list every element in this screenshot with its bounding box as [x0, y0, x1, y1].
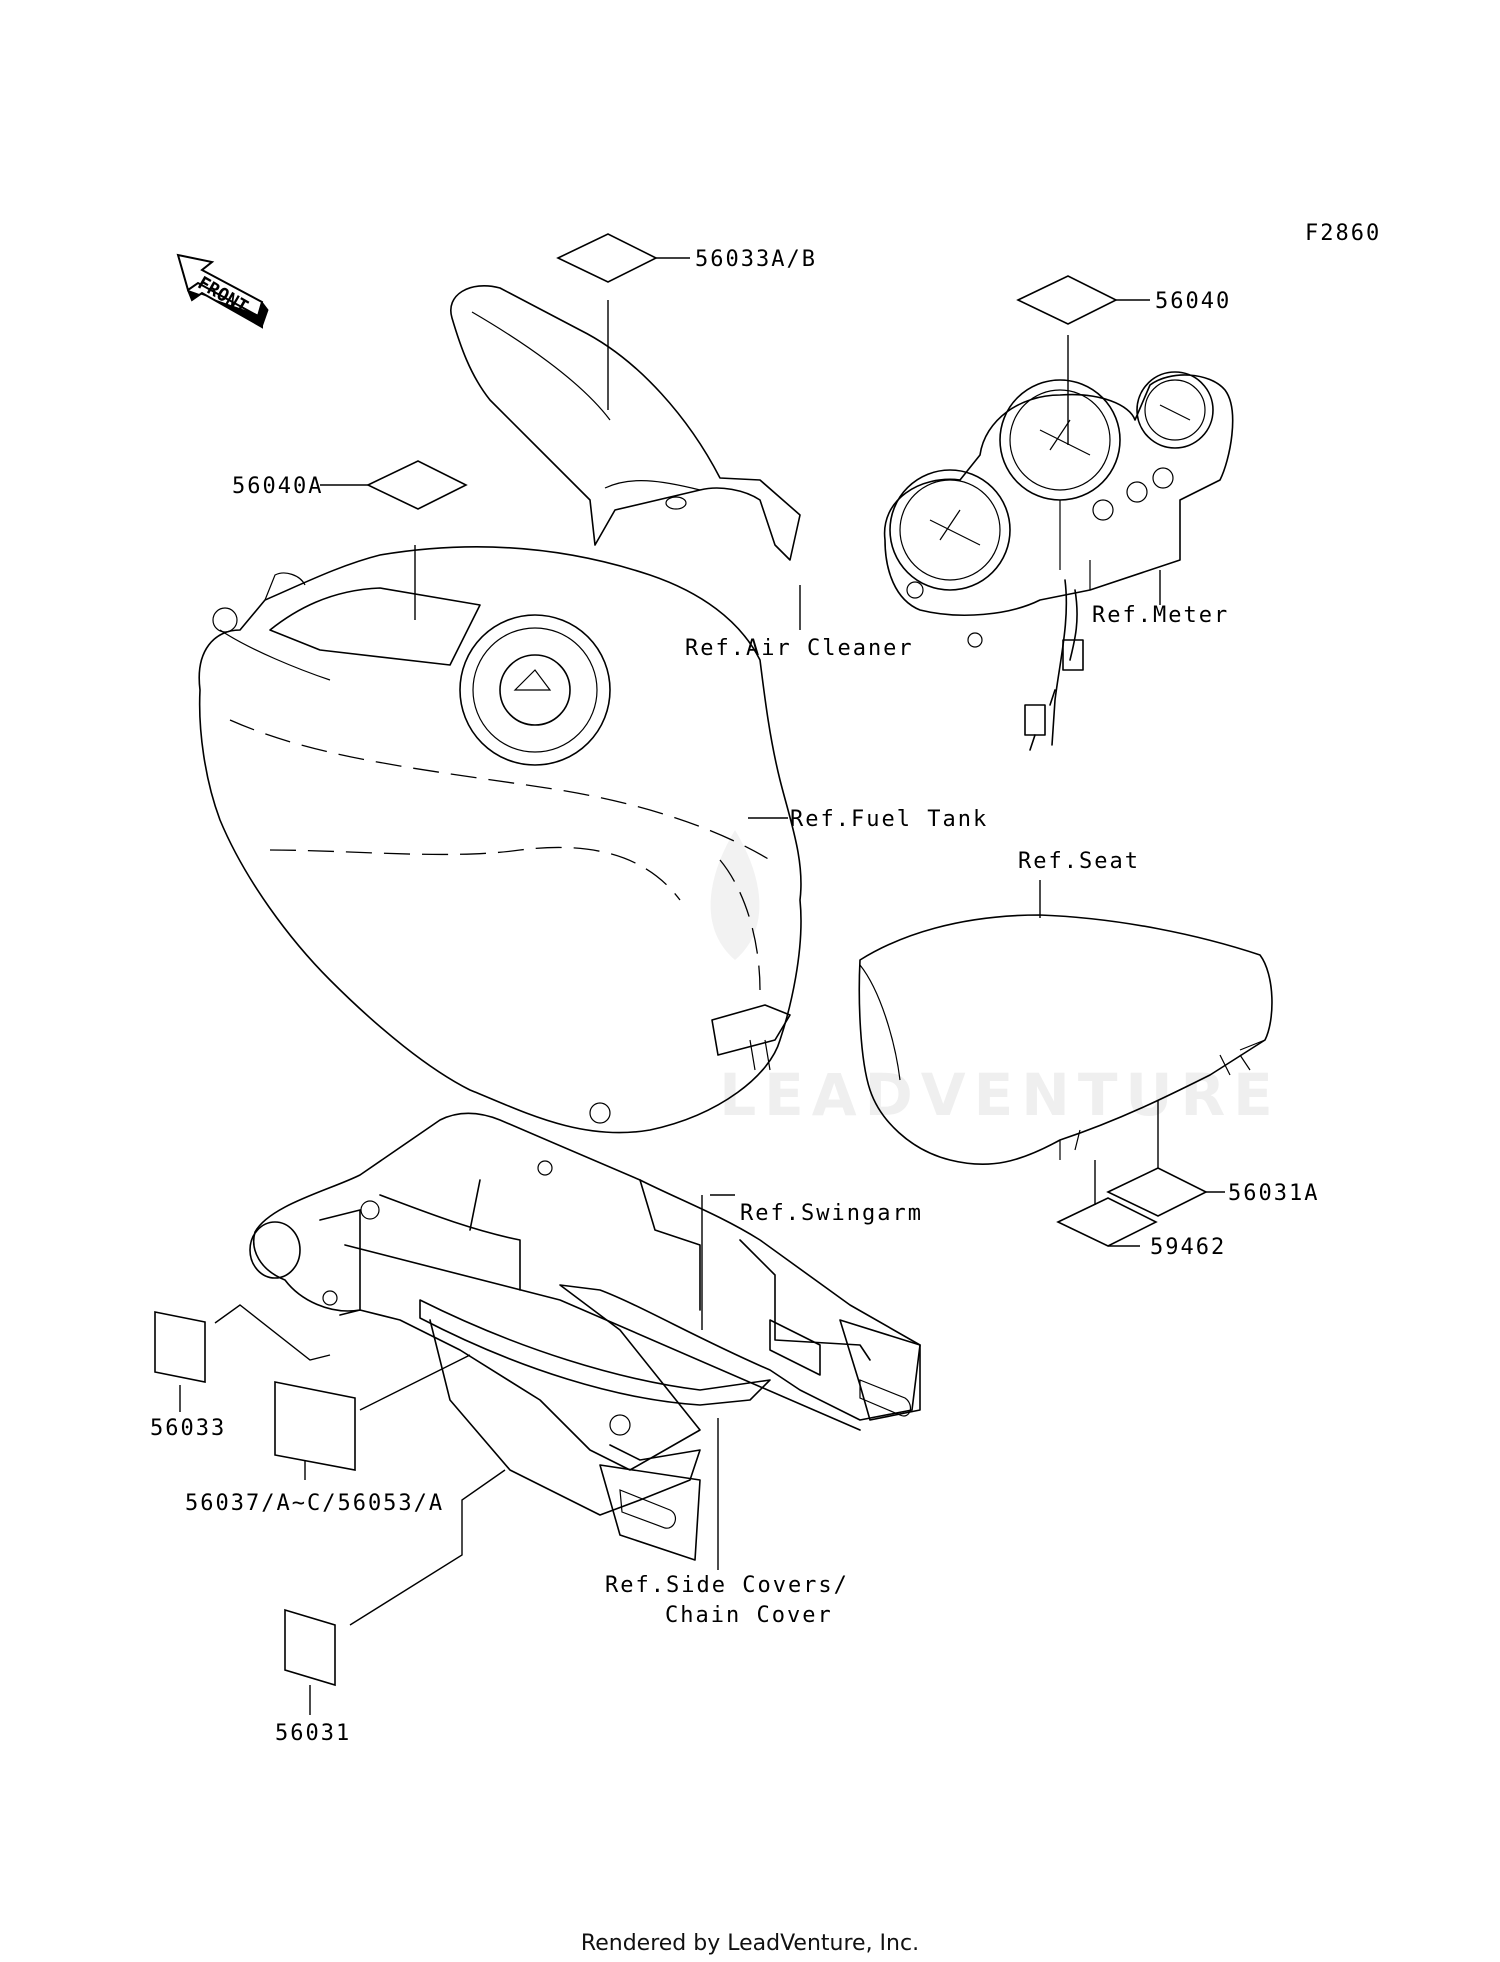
- front-arrow-icon: FRONT: [176, 253, 269, 329]
- callout-56040: 56040: [1155, 289, 1231, 314]
- decal-59462: [1056, 1197, 1158, 1247]
- ref-chain-cover: Chain Cover: [665, 1603, 833, 1628]
- watermark: LEADVENTURE: [710, 830, 1281, 1129]
- front-label: FRONT: [194, 273, 252, 318]
- swingarm: [249, 1112, 921, 1561]
- ref-seat: Ref.Seat: [1018, 849, 1140, 874]
- ref-side-covers: Ref.Side Covers/: [605, 1573, 849, 1598]
- air-cleaner-cover: [450, 285, 801, 561]
- decal-56033ab: [556, 233, 658, 283]
- callout-56031a: 56031A: [1228, 1181, 1319, 1206]
- callout-56037: 56037/A~C/56053/A: [185, 1491, 444, 1516]
- callout-56040a: 56040A: [232, 474, 323, 499]
- fuel-tank: [198, 546, 802, 1134]
- callout-56033ab: 56033A/B: [695, 247, 817, 272]
- ref-meter: Ref.Meter: [1092, 603, 1229, 628]
- decal-56031: [284, 1608, 336, 1687]
- decal-56037: [274, 1381, 356, 1471]
- figure-code: F2860: [1305, 221, 1381, 246]
- meter-cluster: [883, 371, 1234, 751]
- decal-56040a: [366, 460, 468, 510]
- callout-56033: 56033: [150, 1416, 226, 1441]
- ref-swingarm: Ref.Swingarm: [740, 1201, 923, 1226]
- footer-credit: Rendered by LeadVenture, Inc.: [581, 1931, 919, 1956]
- callout-56031: 56031: [275, 1721, 351, 1746]
- decal-56040: [1016, 275, 1118, 325]
- ref-fuel-tank: Ref.Fuel Tank: [790, 807, 988, 832]
- watermark-text: LEADVENTURE: [719, 1061, 1281, 1129]
- ref-air-cleaner: Ref.Air Cleaner: [685, 636, 914, 661]
- decal-56033: [154, 1311, 206, 1383]
- callout-59462: 59462: [1150, 1235, 1226, 1260]
